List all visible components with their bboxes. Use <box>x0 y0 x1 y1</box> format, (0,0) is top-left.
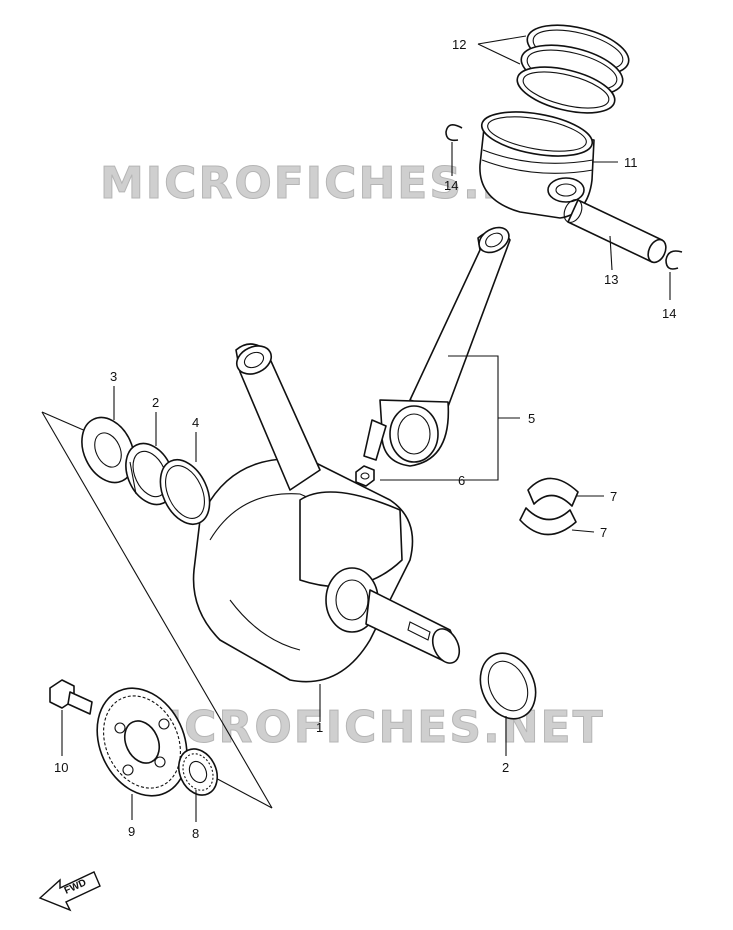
main-bearing-right <box>479 652 537 720</box>
rod-bearings <box>519 477 579 536</box>
callout-6: 6 <box>458 473 465 488</box>
primary-gear <box>96 687 188 797</box>
callout-12: 12 <box>452 37 466 52</box>
callout-10: 10 <box>54 760 68 775</box>
callout-8: 8 <box>192 826 199 841</box>
callout-2-right: 2 <box>502 760 509 775</box>
callout-13: 13 <box>604 272 618 287</box>
callout-7-bottom: 7 <box>600 525 607 540</box>
gear-bolt <box>49 679 93 715</box>
callout-9: 9 <box>128 824 135 839</box>
callout-3: 3 <box>110 369 117 384</box>
circlip-right <box>665 250 683 270</box>
callout-2-left: 2 <box>152 395 159 410</box>
callout-14-right: 14 <box>662 306 676 321</box>
callout-1: 1 <box>316 720 323 735</box>
callout-5: 5 <box>528 411 535 426</box>
circlip-left <box>445 124 463 142</box>
piston-pin <box>563 199 667 264</box>
piston <box>479 111 595 219</box>
fwd-arrow-icon: FWD <box>38 871 101 912</box>
callout-4: 4 <box>192 415 199 430</box>
group-frame <box>41 411 273 809</box>
callout-11: 11 <box>624 155 638 170</box>
callout-7-top: 7 <box>610 489 617 504</box>
piston-rings <box>516 24 630 114</box>
rod-nut <box>355 465 375 487</box>
leader-lines <box>61 35 671 822</box>
thrust-washer <box>81 416 135 484</box>
small-gear <box>177 748 219 796</box>
callout-14-left: 14 <box>444 178 458 193</box>
crankshaft <box>192 343 461 683</box>
watermark-bottom: MICROFICHES.NET <box>120 702 605 753</box>
seal-ring <box>159 459 211 525</box>
callouts: 12 11 14 13 14 5 6 7 7 3 2 4 1 2 10 9 8 <box>54 37 676 841</box>
connecting-rod <box>363 226 511 467</box>
